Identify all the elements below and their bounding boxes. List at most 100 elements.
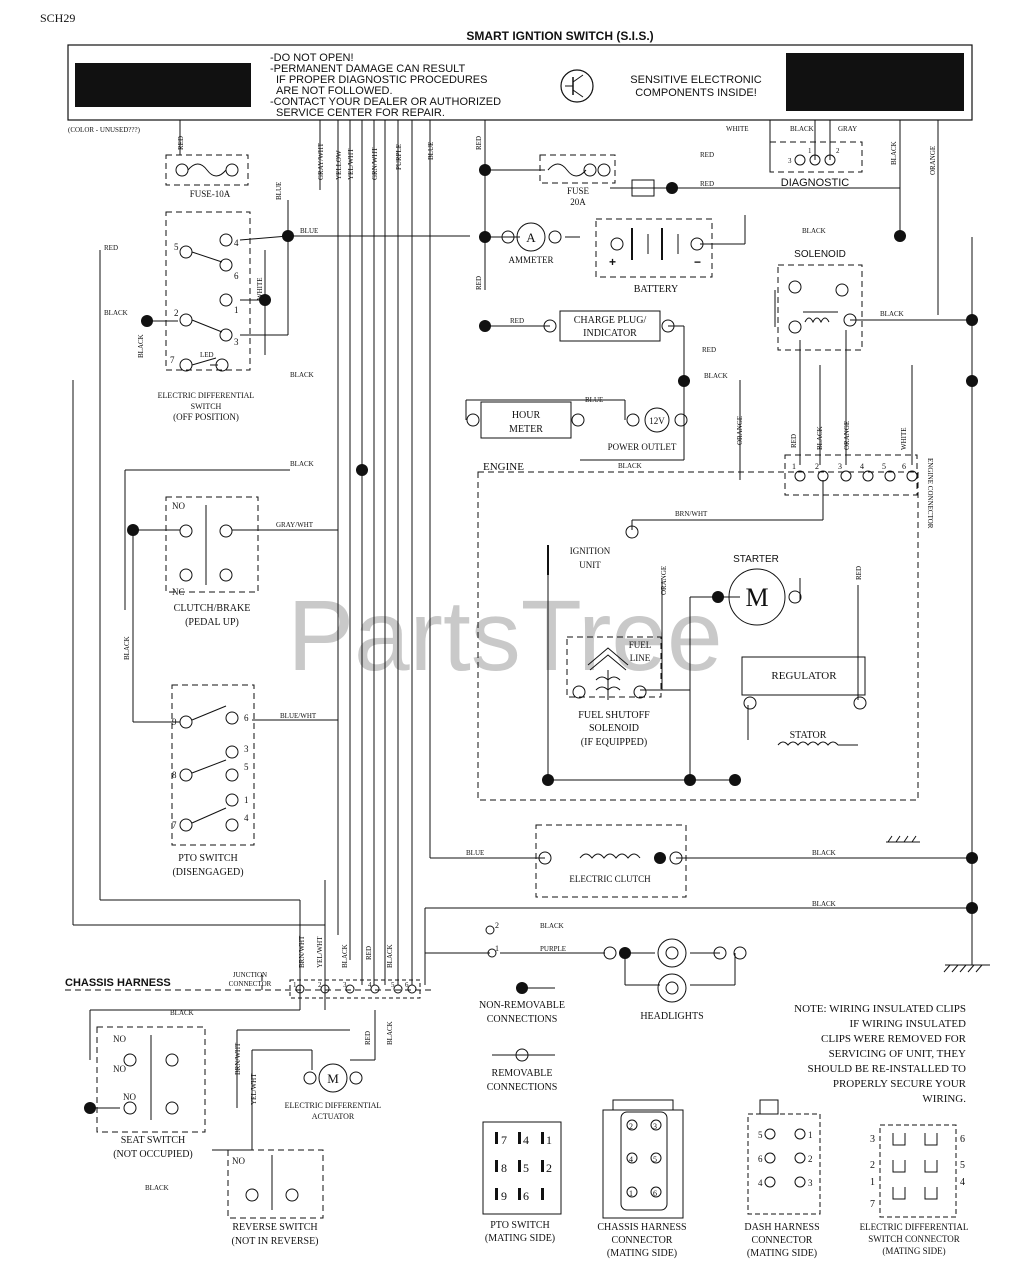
pto-mating-line-2: (MATING SIDE)	[485, 1233, 555, 1244]
chassis-mating-connector: 2 3 4 5 1 6 CHASSIS HARNESS CONNECTOR (M…	[597, 1099, 687, 1259]
power-outlet-label: POWER OUTLET	[608, 442, 677, 452]
ammeter: A AMMETER	[501, 222, 562, 265]
ptoc-pin-1: 1	[546, 1133, 552, 1147]
dfc-pin-7: 7	[870, 1199, 875, 1210]
pto-mating-line-1: PTO SWITCH	[490, 1220, 550, 1231]
fuel-solenoid-line-2: SOLENOID	[589, 723, 639, 734]
seat-no-3: NO	[123, 1092, 136, 1102]
top-wire-7: BLUE	[427, 142, 435, 160]
ptoc-pin-2: 2	[546, 1161, 552, 1175]
wire-label-black-15: BLACK	[170, 1009, 194, 1017]
wire-label-orange-3: ORANGE	[660, 566, 668, 595]
wire-label-red-7: RED	[790, 434, 798, 448]
junction-dot	[259, 294, 271, 306]
dfc-pin-2: 2	[870, 1160, 875, 1171]
chc-pin-3: 3	[653, 1122, 657, 1131]
junction-dot	[966, 902, 978, 914]
power-12v: 12V	[649, 416, 665, 426]
wire-label-black-7: BLACK	[802, 227, 826, 235]
clutch-no: NO	[172, 501, 185, 511]
dfc-pin-3: 3	[870, 1134, 875, 1145]
wire-label-black-12: BLACK	[540, 922, 564, 930]
wire-label-red-2: RED	[700, 151, 714, 159]
reverse-switch: NO REVERSE SWITCH (NOT IN REVERSE)	[231, 1155, 319, 1247]
junction-dot	[654, 852, 666, 864]
fuel-solenoid-line-3: (IF EQUIPPED)	[581, 737, 647, 748]
legend-nonremovable-2: CONNECTIONS	[487, 1014, 558, 1025]
wire-label-red-1: RED	[104, 244, 118, 252]
dash-mating-line-3: (MATING SIDE)	[747, 1248, 817, 1259]
wire-label-red-5: RED	[510, 317, 524, 325]
diff-switch-caption: ELECTRIC DIFFERENTIAL SWITCH (OFF POSITI…	[158, 391, 255, 422]
solenoid-enclosure	[777, 264, 863, 351]
color-legend: (COLOR - UNUSED???)	[68, 126, 141, 134]
junction-dot	[479, 164, 491, 176]
note-line-1: NOTE: WIRING INSULATED CLIPS	[794, 1003, 966, 1015]
pto-pin-9: 9	[172, 717, 177, 727]
diag-pin-2: 2	[836, 147, 840, 155]
diff-switch-pins: 5 4 6 1 2 3 7 LED	[170, 238, 239, 365]
eng-pin-4: 4	[860, 462, 864, 471]
wire-label-black-16: BLACK	[386, 1021, 394, 1045]
note-line-5: SHOULD BE RE-INSTALLED TO	[807, 1063, 966, 1075]
diff-mating-line-2: SWITCH CONNECTOR	[868, 1234, 960, 1244]
warning-line-4: ARE NOT FOLLOWED.	[276, 85, 393, 97]
fuse10-enclosure	[165, 154, 249, 186]
sis-warning: -DO NOT OPEN! -PERMANENT DAMAGE CAN RESU…	[270, 52, 501, 119]
junction-dot	[712, 591, 724, 603]
fuel-shutoff-solenoid: FUEL LINE FUEL SHUTOFF SOLENOID (IF EQUI…	[572, 640, 651, 748]
eng-pin-2: 2	[815, 462, 819, 471]
wire-label-black-9: BLACK	[816, 426, 824, 450]
junction-dot	[966, 375, 978, 387]
clutch-brake-enclosure	[165, 496, 259, 593]
chassis-mating-line-3: (MATING SIDE)	[607, 1248, 677, 1259]
diff-switch-enclosure	[165, 211, 251, 371]
engine-label: ENGINE	[483, 461, 524, 473]
top-wire-9: WHITE	[726, 125, 749, 133]
wire-label-black-13: BLACK	[341, 944, 349, 968]
regulator-label: REGULATOR	[771, 670, 837, 682]
dash-mating-line-1: DASH HARNESS	[744, 1222, 819, 1233]
junction-dot	[678, 375, 690, 387]
jc-pin-1: 1	[293, 981, 297, 989]
pto-pin-3: 3	[244, 744, 249, 754]
junction-dot	[894, 230, 906, 242]
reverse-line-2: (NOT IN REVERSE)	[231, 1236, 318, 1247]
wire-label-purple: PURPLE	[540, 945, 566, 953]
fuel-line-2: LINE	[630, 653, 651, 663]
dfc-pin-6: 6	[960, 1134, 965, 1145]
wire-label-yel-wht: YEL/WHT	[316, 936, 324, 968]
diff-switch-line-1: ELECTRIC DIFFERENTIAL	[158, 391, 255, 400]
reverse-line-1: REVERSE SWITCH	[232, 1222, 317, 1233]
note-line-2: IF WIRING INSULATED	[849, 1018, 966, 1030]
ground-icon	[943, 964, 983, 973]
ammeter-symbol: A	[526, 230, 536, 245]
diagnostic-enclosure	[769, 141, 863, 173]
chc-pin-5: 5	[653, 1155, 657, 1164]
headlights-label: HEADLIGHTS	[640, 1011, 703, 1022]
hl-pin-1: 1	[495, 944, 499, 953]
warning-line-2: -PERMANENT DAMAGE CAN RESULT	[270, 63, 465, 75]
pto-pin-7: 7	[172, 820, 177, 830]
pto-pin-1: 1	[244, 795, 249, 805]
top-wire-13: ORANGE	[929, 146, 937, 175]
pto-mating-connector: 7 4 1 8 5 2 9 6 PTO SWITCH (MATING SIDE)	[482, 1121, 562, 1244]
ptoc-pin-5: 5	[523, 1161, 529, 1175]
wire-label-red-9: RED	[365, 946, 373, 960]
wire-label-orange: ORANGE	[736, 416, 744, 445]
diff-pin-1: 1	[234, 305, 239, 315]
wire-label-red-10: RED	[364, 1031, 372, 1045]
reverse-no: NO	[232, 1156, 245, 1166]
fuse-20a: FUSE 20A	[547, 163, 655, 207]
junction-dot	[966, 314, 978, 326]
wire-label-blue-v: BLUE	[275, 182, 283, 200]
dashed-enclosures	[96, 141, 919, 1219]
note-line-3: CLIPS WERE REMOVED FOR	[821, 1033, 967, 1045]
diff-pin-2: 2	[174, 308, 179, 318]
diff-pin-3: 3	[234, 337, 239, 347]
clutch-line-2: (PEDAL UP)	[185, 617, 239, 628]
wiring-note: NOTE: WIRING INSULATED CLIPS IF WIRING I…	[794, 1003, 966, 1105]
junction-dot	[542, 774, 554, 786]
chassis-harness-label: CHASSIS HARNESS	[65, 977, 171, 989]
